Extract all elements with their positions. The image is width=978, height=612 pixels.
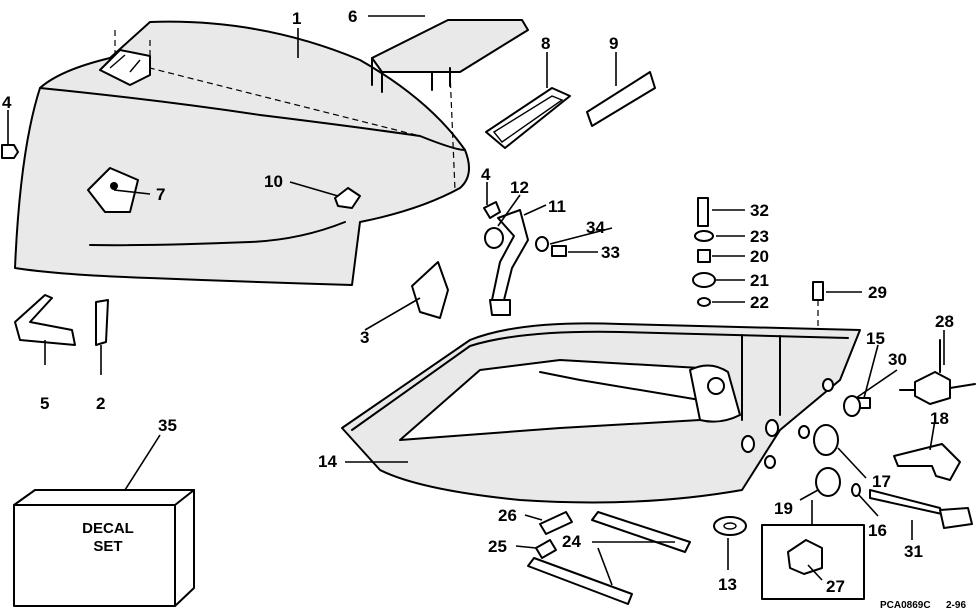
callout-30: 30 [888, 350, 907, 369]
callout-15: 15 [866, 329, 885, 348]
callout-labels: 1 2 3 4 4 5 6 7 8 9 10 11 12 13 14 15 16… [2, 7, 954, 596]
callout-31: 31 [904, 542, 923, 561]
callout-26: 26 [498, 506, 517, 525]
decal-set-box: DECAL SET [13, 489, 195, 607]
washer-34 [535, 236, 549, 252]
leader-lines [7, 15, 945, 586]
spacer-20 [697, 249, 711, 263]
callout-4-right: 4 [481, 165, 491, 184]
washer-22 [697, 297, 711, 307]
bracket [95, 299, 109, 346]
callout-34: 34 [586, 218, 605, 237]
callout-25: 25 [488, 537, 507, 556]
callout-23: 23 [750, 227, 769, 246]
lower-engine-cover [341, 322, 861, 504]
callout-5: 5 [40, 394, 49, 413]
callout-19: 19 [774, 499, 793, 518]
callout-21: 21 [750, 271, 769, 290]
callout-6: 6 [348, 7, 357, 26]
callout-27: 27 [826, 577, 845, 596]
washer-12 [484, 227, 504, 249]
callout-11: 11 [548, 197, 566, 216]
callout-4-left: 4 [2, 93, 12, 112]
washer-16 [851, 483, 861, 497]
callout-7: 7 [156, 185, 165, 204]
clip-27 [787, 539, 823, 575]
detail-box-27 [761, 524, 865, 600]
callout-16: 16 [868, 521, 887, 540]
screw-29 [812, 281, 824, 301]
knob-18 [893, 443, 961, 481]
callout-22: 22 [750, 293, 769, 312]
handle [14, 294, 76, 346]
callout-18: 18 [930, 409, 949, 428]
washer-30 [843, 395, 861, 417]
callout-3: 3 [360, 328, 369, 347]
callout-29: 29 [868, 283, 887, 302]
callout-9: 9 [609, 34, 618, 53]
washer-23 [694, 230, 714, 242]
callout-14: 14 [318, 452, 337, 471]
sleeve-25 [535, 539, 557, 559]
callout-24: 24 [562, 532, 581, 551]
callout-20: 20 [750, 247, 769, 266]
grommet-17 [813, 424, 839, 456]
lever [491, 209, 529, 301]
drawing-code: PCA0869C [880, 600, 931, 611]
callout-33: 33 [601, 243, 620, 262]
callout-1: 1 [292, 9, 301, 28]
decal-label-line1: DECAL [82, 520, 134, 537]
upper-engine-cover [14, 20, 470, 286]
sleeve-26 [539, 511, 573, 535]
grommet-13 [713, 516, 747, 536]
grommet-21 [692, 272, 716, 288]
callout-12: 12 [510, 178, 529, 197]
latch-bracket [411, 261, 449, 319]
rod-24a [591, 511, 691, 553]
callout-32: 32 [750, 201, 769, 220]
callout-35: 35 [158, 416, 177, 435]
decal-label-line2: SET [93, 538, 122, 555]
screw-33 [551, 245, 567, 257]
rod-24b [527, 557, 633, 605]
screw-right [483, 201, 501, 219]
screw-left [1, 144, 19, 159]
callout-17: 17 [872, 472, 891, 491]
link-rod [869, 489, 943, 515]
callout-13: 13 [718, 575, 737, 594]
grommet-19 [815, 467, 841, 497]
screw-32 [697, 197, 709, 227]
fuel-connector [914, 371, 951, 405]
date-code: 2-96 [946, 600, 966, 611]
callout-28: 28 [935, 312, 954, 331]
seal-frame [485, 87, 571, 149]
callout-10: 10 [264, 172, 283, 191]
callout-2: 2 [96, 394, 105, 413]
decal-strip [586, 71, 656, 127]
callout-8: 8 [541, 34, 550, 53]
cover-cap [371, 19, 529, 191]
